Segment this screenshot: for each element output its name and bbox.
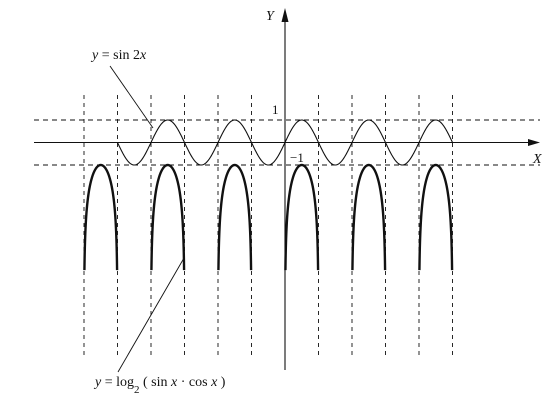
series-log2-arches — [83, 163, 454, 271]
y-axis-arrow — [281, 8, 289, 22]
leader-line-sin — [109, 65, 154, 129]
vertical-guide-lines — [83, 95, 453, 355]
log2-arch — [150, 163, 186, 271]
tick-label-minus-1: −1 — [290, 150, 304, 165]
axis-label-y: Y — [266, 9, 276, 24]
axis-label-x: X — [532, 152, 542, 167]
leader-line-log — [117, 257, 185, 373]
log2-arch — [418, 163, 454, 271]
series-label-log: y = log2 ( sin x · cos x ) — [93, 375, 226, 396]
log2-arch — [83, 163, 119, 271]
log2-arch — [284, 163, 320, 271]
x-axis-arrow — [528, 139, 540, 146]
tick-label-1: 1 — [272, 102, 279, 117]
log2-arch — [217, 163, 253, 271]
series-label-sin: y = sin 2x — [90, 48, 147, 63]
series-sin-2x-line — [117, 119, 453, 166]
log2-arch — [351, 163, 387, 271]
